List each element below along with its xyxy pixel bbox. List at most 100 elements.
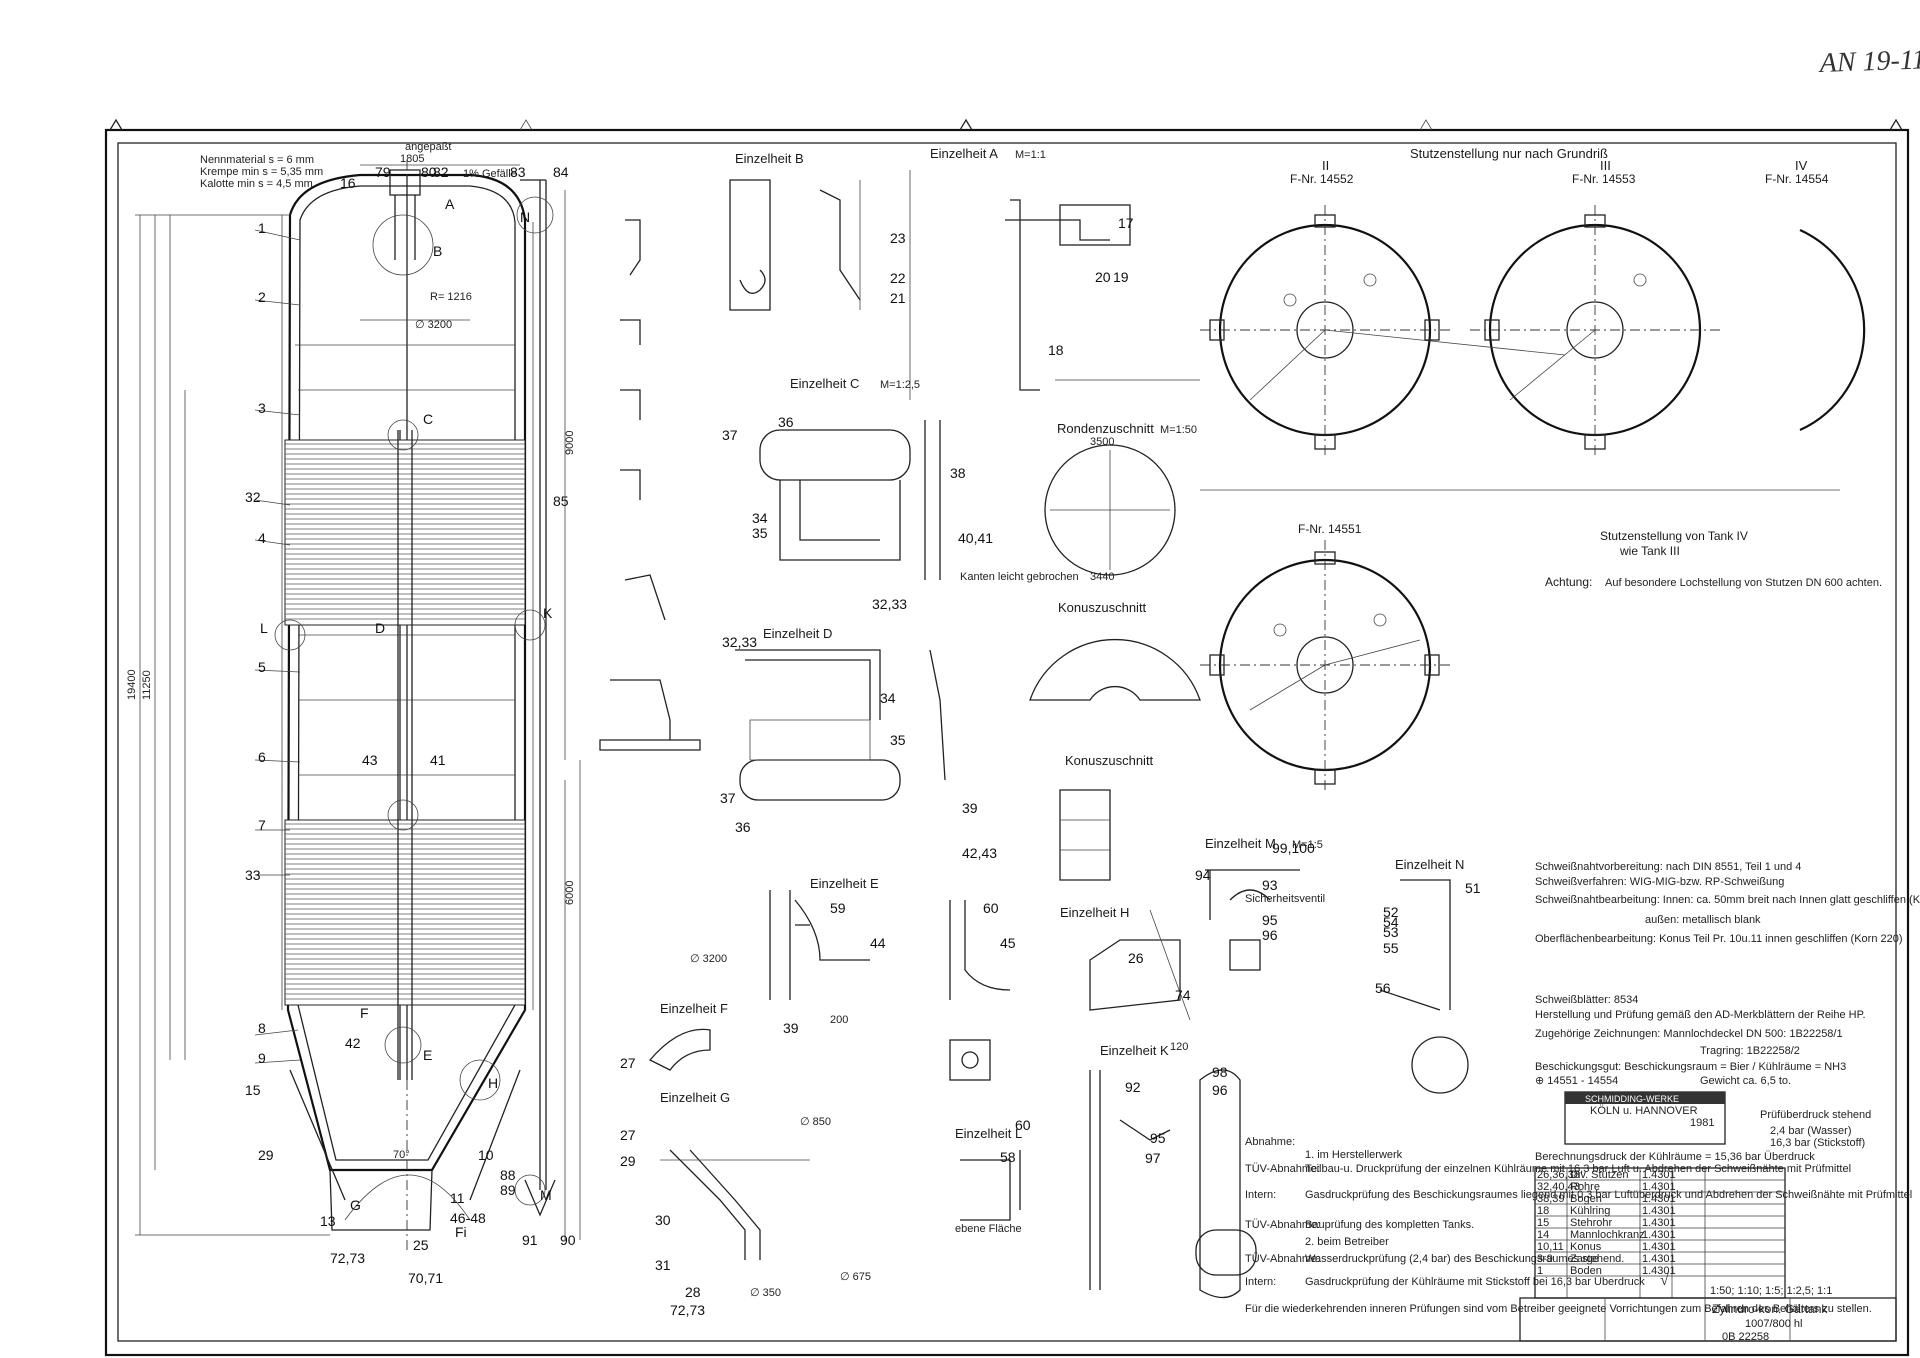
svg-text:29: 29	[620, 1153, 636, 1169]
svg-text:A: A	[445, 196, 455, 212]
svg-text:Konus: Konus	[1570, 1241, 1602, 1253]
svg-text:Kanten leicht gebrochen: Kanten leicht gebrochen	[960, 571, 1079, 583]
svg-text:G: G	[350, 1197, 361, 1213]
svg-text:54: 54	[1383, 914, 1399, 930]
parts-list: 26,36,38 Div. Stutzen 1.4301 32,40,43 Ro…	[1534, 1167, 1832, 1299]
svg-text:46-48: 46-48	[450, 1210, 486, 1226]
svg-text:59: 59	[830, 900, 846, 916]
label-1805: 1805	[400, 153, 424, 165]
svg-text:Bogen: Bogen	[1570, 1193, 1602, 1205]
svg-text:TÜV-Abnahme:: TÜV-Abnahme:	[1245, 1253, 1320, 1265]
svg-text:1981: 1981	[1690, 1117, 1714, 1129]
svg-text:51: 51	[1465, 880, 1481, 896]
svg-text:TÜV-Abnahme:: TÜV-Abnahme:	[1245, 1219, 1320, 1231]
svg-text:3: 3	[258, 400, 266, 416]
plan-views	[1200, 205, 1866, 790]
svg-text:Schweißnahtvorbereitung: nach: Schweißnahtvorbereitung: nach DIN 8551, …	[1535, 861, 1801, 873]
svg-text:Herstellung und Prüfung gemäß: Herstellung und Prüfung gemäß den AD-Mer…	[1535, 1009, 1866, 1021]
stutzenstellung-title: Stutzenstellung nur nach Grundriß	[1410, 146, 1608, 161]
svg-text:39: 39	[783, 1020, 799, 1036]
svg-text:91: 91	[522, 1232, 538, 1248]
svg-text:F-Nr. 14551: F-Nr. 14551	[1298, 522, 1362, 536]
svg-text:33: 33	[245, 867, 261, 883]
svg-text:Bauprüfung des kompletten Tank: Bauprüfung des kompletten Tanks.	[1305, 1219, 1474, 1231]
svg-text:II: II	[1322, 158, 1329, 173]
svg-text:10,11: 10,11	[1537, 1241, 1564, 1253]
svg-text:85: 85	[553, 493, 569, 509]
svg-text:74: 74	[1175, 987, 1191, 1003]
stutzen-iv-note-2: wie Tank III	[1619, 544, 1680, 558]
svg-text:Einzelheit C: Einzelheit C	[790, 376, 859, 391]
svg-text:M: M	[540, 1187, 552, 1203]
svg-text:92: 92	[1125, 1079, 1141, 1095]
svg-text:Wasserdruckprüfung (2,4 bar) d: Wasserdruckprüfung (2,4 bar) des Beschic…	[1305, 1253, 1624, 1265]
svg-text:31: 31	[655, 1257, 671, 1273]
svg-text:3440: 3440	[1090, 571, 1114, 583]
svg-text:25: 25	[413, 1237, 429, 1253]
title-block: √ Zylindro-kon. Gärtank 1007/800 hl 0B 2…	[1519, 1272, 1897, 1343]
svg-text:42,43: 42,43	[962, 845, 997, 861]
svg-text:30: 30	[655, 1212, 671, 1228]
svg-text:84: 84	[553, 164, 569, 180]
tank-elevation	[135, 160, 581, 1250]
svg-text:Einzelheit H: Einzelheit H	[1060, 905, 1129, 920]
svg-text:2,4 bar (Wasser): 2,4 bar (Wasser)	[1770, 1125, 1852, 1137]
tank-detail-letters: A B C D E F G H K L M N Fi	[260, 196, 553, 1240]
material-note-2: Krempe min s = 5,35 mm	[200, 166, 323, 178]
svg-text:Div. Stutzen: Div. Stutzen	[1570, 1169, 1629, 1181]
svg-text:1: 1	[1537, 1265, 1543, 1277]
svg-text:Einzelheit F: Einzelheit F	[660, 1001, 728, 1016]
svg-text:Einzelheit E: Einzelheit E	[810, 876, 879, 891]
dim-9000: 9000	[564, 431, 576, 455]
svg-text:95: 95	[1262, 912, 1278, 928]
drawing-title-2: 1007/800 hl	[1745, 1318, 1803, 1330]
material-note-3: Kalotte min s = 4,5 mm	[200, 178, 313, 190]
svg-text:52: 52	[1383, 904, 1399, 920]
svg-text:55: 55	[1383, 940, 1399, 956]
material-note-1: Nennmaterial s = 6 mm	[200, 154, 314, 166]
svg-text:SCHMIDDING-WERKE: SCHMIDDING-WERKE	[1585, 1094, 1679, 1104]
svg-text:16,3 bar (Stickstoff): 16,3 bar (Stickstoff)	[1770, 1137, 1865, 1149]
svg-text:∅ 350: ∅ 350	[750, 1287, 781, 1299]
svg-text:58: 58	[1000, 1149, 1016, 1165]
dim-6000: 6000	[564, 881, 576, 905]
svg-text:1.4301: 1.4301	[1642, 1205, 1676, 1217]
svg-text:36: 36	[778, 414, 794, 430]
svg-text:1.4301: 1.4301	[1642, 1253, 1676, 1265]
svg-text:Einzelheit N: Einzelheit N	[1395, 857, 1464, 872]
svg-text:Fi: Fi	[455, 1224, 467, 1240]
svg-text:6: 6	[258, 749, 266, 765]
svg-text:Gewicht ca. 6,5 to.: Gewicht ca. 6,5 to.	[1700, 1075, 1791, 1087]
svg-text:K: K	[543, 605, 553, 621]
svg-text:27: 27	[620, 1127, 636, 1143]
svg-text:98: 98	[1212, 1064, 1228, 1080]
svg-text:70,71: 70,71	[408, 1270, 443, 1286]
svg-text:23: 23	[890, 230, 906, 246]
svg-text:97: 97	[1145, 1150, 1161, 1166]
svg-text:83: 83	[510, 164, 526, 180]
svg-text:43: 43	[362, 752, 378, 768]
svg-text:Einzelheit M: Einzelheit M	[1205, 836, 1276, 851]
svg-text:H: H	[488, 1075, 498, 1091]
plan-labels: Stutzenstellung nur nach Grundriß II III…	[1290, 146, 1882, 589]
svg-text:√: √	[1660, 1272, 1669, 1289]
svg-text:Zarge: Zarge	[1570, 1253, 1599, 1265]
svg-text:32,40,43: 32,40,43	[1537, 1181, 1580, 1193]
notes-block: Schweißnahtvorbereitung: nach DIN 8551, …	[1535, 861, 1920, 1163]
svg-text:26: 26	[1128, 950, 1144, 966]
svg-text:⊕ 14551 - 14554: ⊕ 14551 - 14554	[1535, 1075, 1618, 1087]
svg-text:3500: 3500	[1090, 436, 1114, 448]
svg-text:80: 80	[421, 164, 437, 180]
svg-text:1.4301: 1.4301	[1642, 1241, 1676, 1253]
svg-text:Intern:: Intern:	[1245, 1189, 1276, 1201]
svg-text:Teilbau-u. Druckprüfung der ei: Teilbau-u. Druckprüfung der einzelnen Kü…	[1305, 1163, 1851, 1175]
svg-text:1. im Herstellerwerk: 1. im Herstellerwerk	[1305, 1149, 1403, 1161]
svg-text:2. beim Betreiber: 2. beim Betreiber	[1305, 1236, 1389, 1248]
svg-text:F-Nr. 14552: F-Nr. 14552	[1290, 172, 1354, 186]
svg-text:Prüfüberdruck stehend: Prüfüberdruck stehend	[1760, 1109, 1871, 1121]
svg-text:1.4301: 1.4301	[1642, 1169, 1676, 1181]
svg-text:5: 5	[258, 659, 266, 675]
achtung-text: Auf besondere Lochstellung von Stutzen D…	[1605, 577, 1882, 589]
svg-text:44: 44	[870, 935, 886, 951]
